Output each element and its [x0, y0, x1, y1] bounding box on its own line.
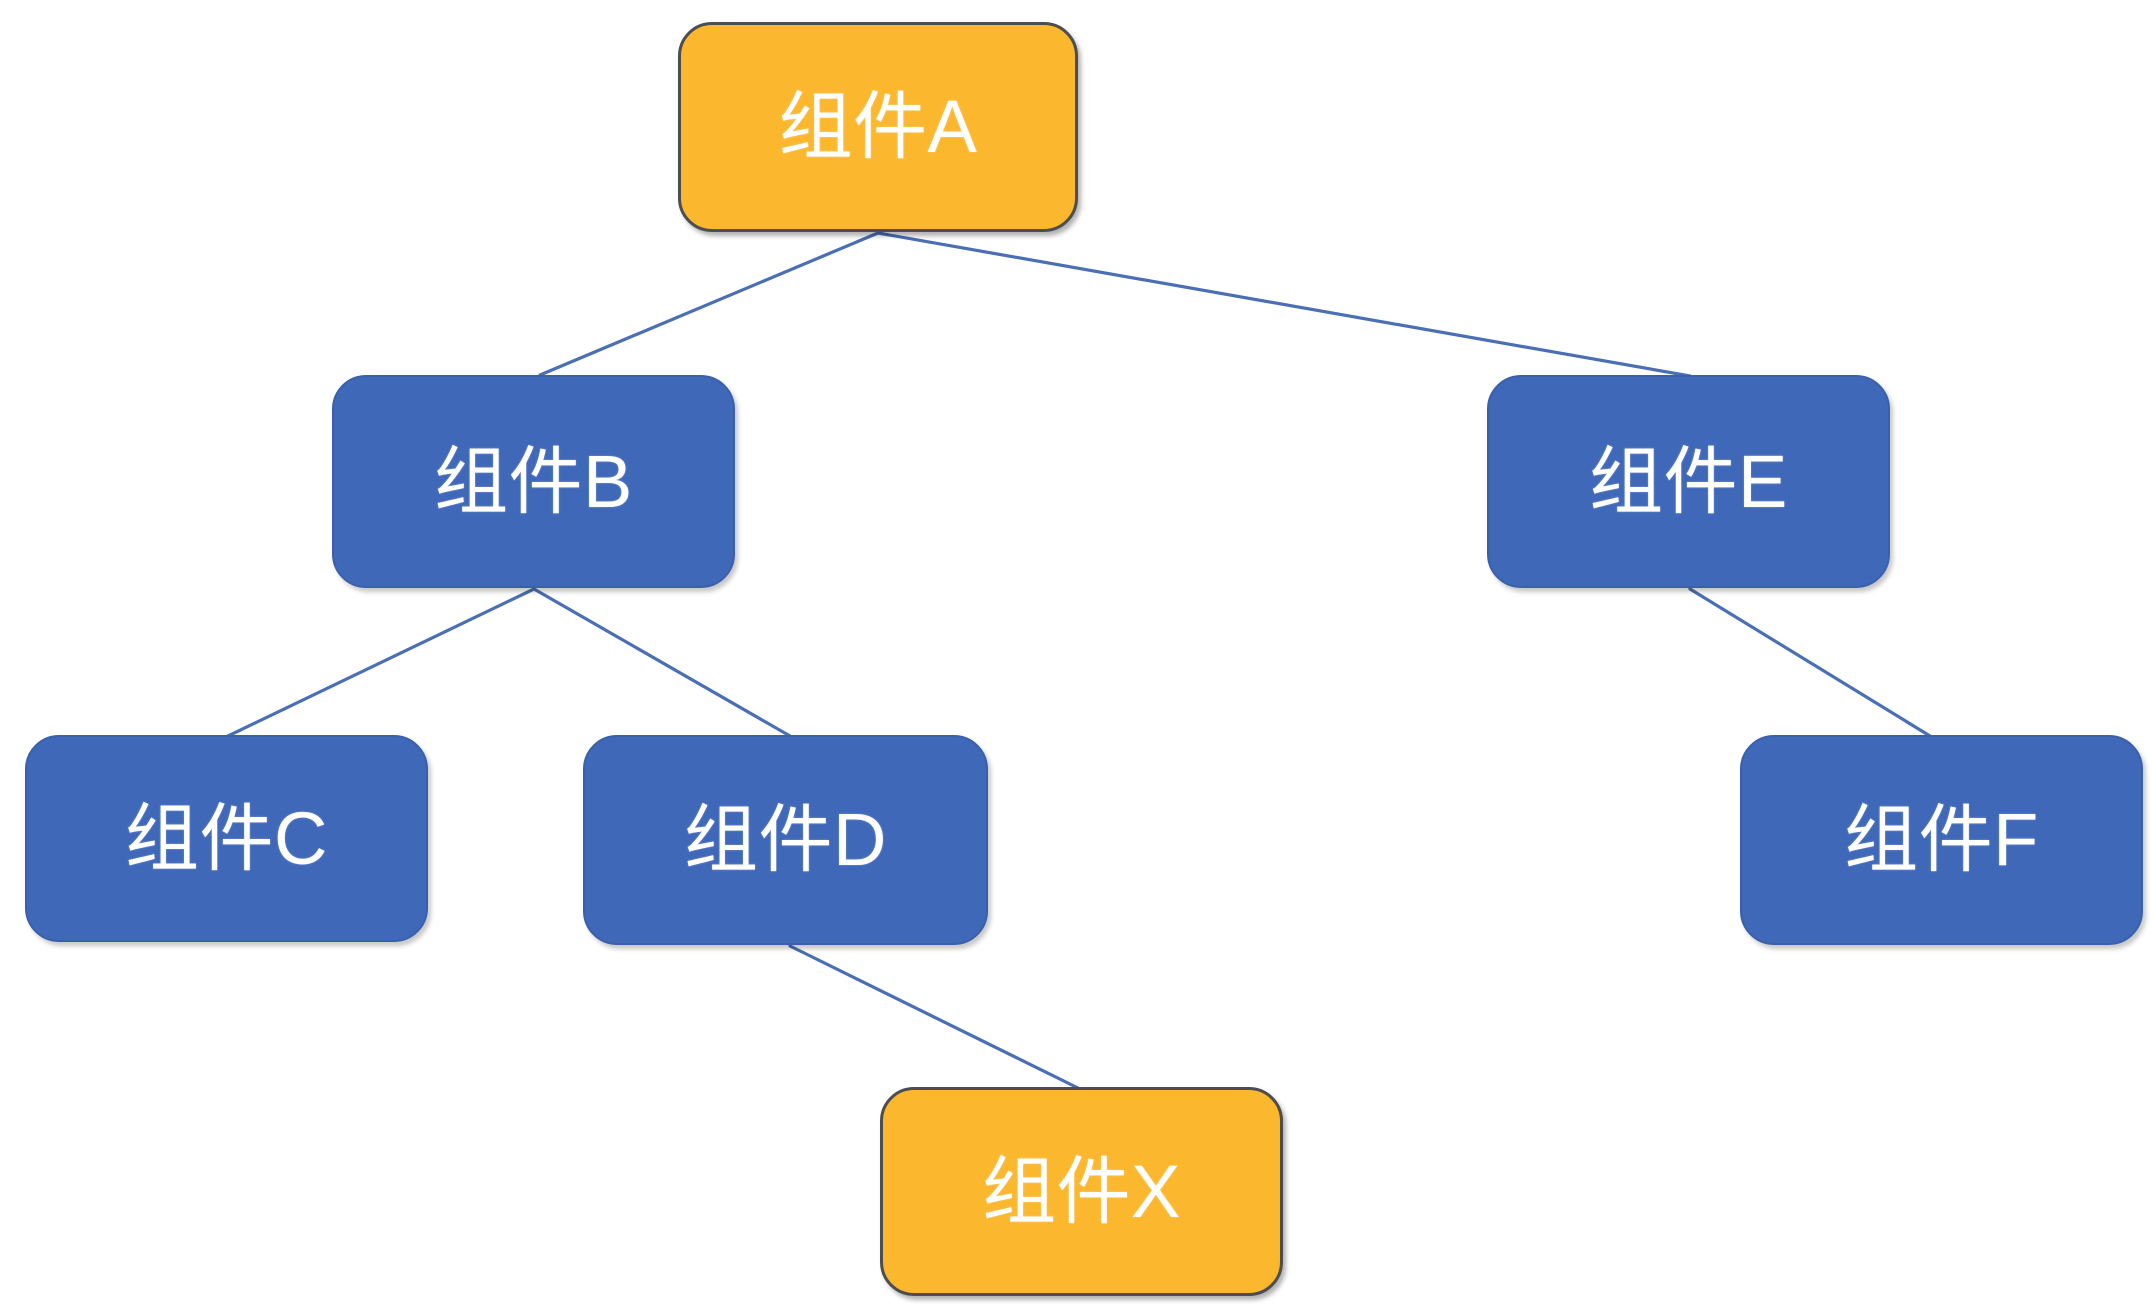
edge-e-to-f	[1688, 587, 1932, 738]
node-label-e: 组件E	[1589, 439, 1788, 523]
node-b[interactable]: 组件B	[332, 375, 735, 588]
node-label-x: 组件X	[982, 1149, 1181, 1233]
node-e[interactable]: 组件E	[1487, 375, 1890, 588]
node-c[interactable]: 组件C	[25, 735, 428, 942]
edge-d-to-x	[788, 944, 1080, 1090]
node-d[interactable]: 组件D	[583, 735, 988, 945]
edge-a-to-e	[876, 231, 1692, 378]
node-label-c: 组件C	[125, 796, 328, 880]
node-f[interactable]: 组件F	[1740, 735, 2143, 945]
node-label-d: 组件D	[684, 798, 887, 882]
node-label-f: 组件F	[1844, 798, 2039, 882]
edge-b-to-c	[226, 587, 536, 738]
node-label-b: 组件B	[434, 439, 633, 523]
node-label-a: 组件A	[778, 85, 978, 169]
node-x[interactable]: 组件X	[880, 1087, 1283, 1296]
edge-b-to-d	[532, 587, 792, 738]
node-a[interactable]: 组件A	[678, 22, 1078, 232]
edge-a-to-b	[538, 231, 880, 377]
